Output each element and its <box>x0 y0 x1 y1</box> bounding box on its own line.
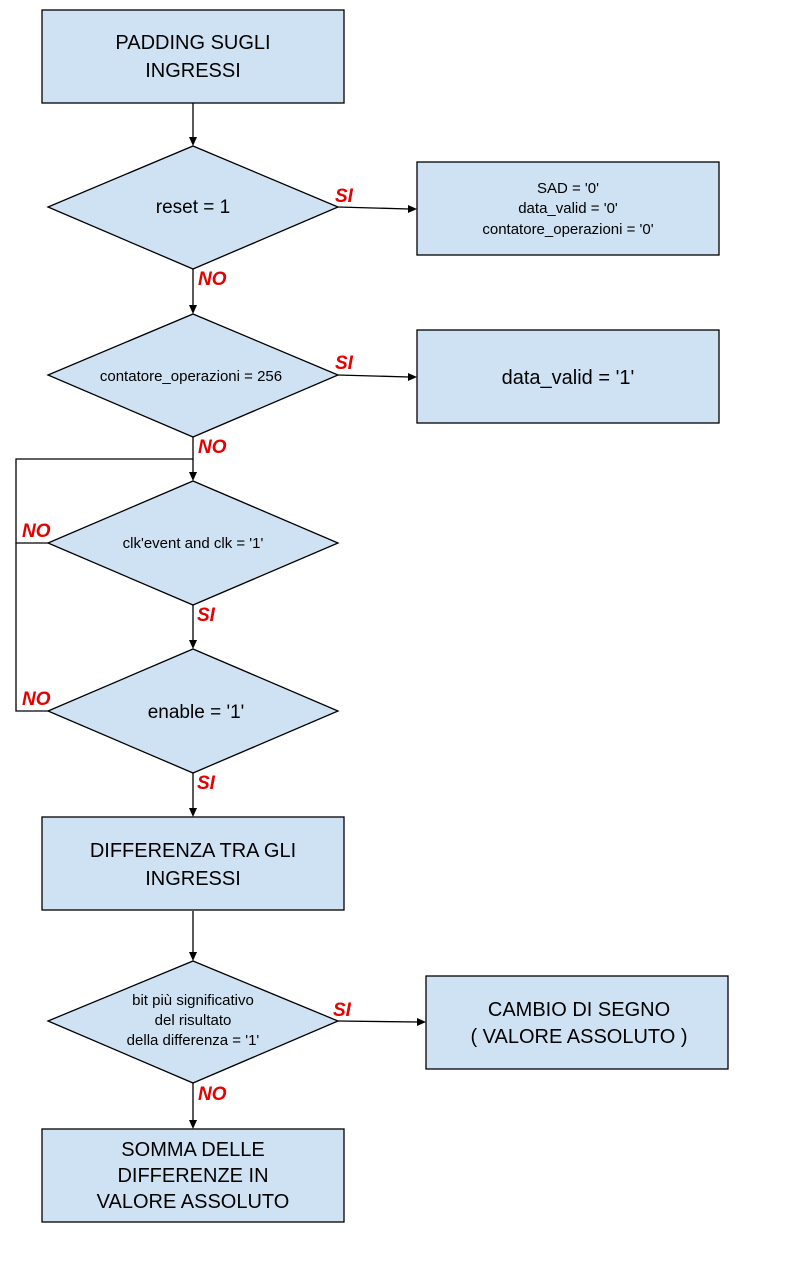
node-enable: enable = '1' <box>46 648 340 774</box>
label-msb-no: NO <box>198 1084 227 1105</box>
edge-enable-no-loop <box>15 543 48 712</box>
node-padding-line-1: PADDING SUGLI <box>115 32 270 54</box>
arrowhead-padding-to-reset <box>189 137 197 146</box>
node-somma-line-3: VALORE ASSOLUTO <box>97 1191 290 1213</box>
node-msb-line-3: della differenza = '1' <box>127 1032 260 1049</box>
node-padding-box <box>41 9 345 104</box>
node-padding: PADDING SUGLI INGRESSI <box>41 9 345 104</box>
node-contatore-line-1: contatore_operazioni = 256 <box>100 368 282 385</box>
label-enable-si: SI <box>197 773 216 794</box>
node-somma: SOMMA DELLE DIFFERENZE IN VALORE ASSOLUT… <box>41 1128 345 1223</box>
node-differenza-line-1: DIFFERENZA TRA GLI <box>90 840 296 862</box>
edge-clk-no-loop <box>15 458 193 544</box>
node-cambio-line-2: ( VALORE ASSOLUTO ) <box>470 1026 687 1048</box>
node-reset-line-1: reset = 1 <box>156 197 230 218</box>
node-cambio: CAMBIO DI SEGNO ( VALORE ASSOLUTO ) <box>425 975 729 1070</box>
edges <box>15 103 426 1129</box>
node-datavalid-box <box>416 329 720 424</box>
node-differenza-line-2: INGRESSI <box>145 868 241 890</box>
edge-labels: SI NO SI NO NO SI NO SI SI NO <box>22 186 354 1105</box>
node-msb-line-2: del risultato <box>155 1012 232 1029</box>
node-msb-line-1: bit più significativo <box>132 992 254 1009</box>
node-clk: clk'event and clk = '1' <box>46 480 340 606</box>
arrowhead-msb-to-cambio <box>417 1018 426 1026</box>
node-cambio-line-1: CAMBIO DI SEGNO <box>488 999 670 1021</box>
node-datavalid-line-1: data_valid = '1' <box>502 367 635 389</box>
label-msb-si: SI <box>333 1000 352 1021</box>
node-clk-line-1: clk'event and clk = '1' <box>123 535 264 552</box>
label-clk-si: SI <box>197 605 216 626</box>
node-reset: reset = 1 <box>46 145 340 270</box>
label-enable-no: NO <box>22 689 51 710</box>
node-somma-box <box>41 1128 345 1223</box>
label-reset-no: NO <box>198 269 227 290</box>
node-differenza-box <box>41 816 345 911</box>
edge-msb-to-cambio <box>337 1020 419 1023</box>
node-init-box <box>416 161 720 256</box>
label-clk-no: NO <box>22 521 51 542</box>
arrowhead-enable-to-differenza <box>189 808 197 817</box>
label-contatore-si: SI <box>335 353 354 374</box>
node-cambio-box <box>425 975 729 1070</box>
node-init: SAD = '0' data_valid = '0' contatore_ope… <box>416 161 720 256</box>
node-enable-line-1: enable = '1' <box>148 702 245 723</box>
arrowhead-contatore-to-clk <box>189 472 197 481</box>
node-msb-diamond <box>46 960 340 1084</box>
label-contatore-no: NO <box>198 437 227 458</box>
node-init-line-3: contatore_operazioni = '0' <box>482 221 653 238</box>
node-differenza: DIFFERENZA TRA GLI INGRESSI <box>41 816 345 911</box>
edge-contatore-to-datavalid <box>337 374 410 378</box>
arrowhead-reset-to-init <box>408 205 417 213</box>
node-reset-diamond <box>46 145 340 270</box>
node-init-line-2: data_valid = '0' <box>518 200 618 217</box>
node-padding-line-2: INGRESSI <box>145 60 241 82</box>
node-contatore: contatore_operazioni = 256 <box>46 313 340 438</box>
node-contatore-diamond <box>46 313 340 438</box>
node-enable-diamond <box>46 648 340 774</box>
node-msb: bit più significativo del risultato dell… <box>46 960 340 1084</box>
node-init-line-1: SAD = '0' <box>537 180 599 197</box>
node-clk-diamond <box>46 480 340 606</box>
arrowhead-clk-to-enable <box>189 640 197 649</box>
arrowhead-contatore-to-datavalid <box>408 373 417 381</box>
node-somma-line-2: DIFFERENZE IN <box>117 1165 268 1187</box>
arrowhead-msb-to-somma <box>189 1120 197 1129</box>
label-reset-si: SI <box>335 186 354 207</box>
node-datavalid: data_valid = '1' <box>416 329 720 424</box>
node-somma-line-1: SOMMA DELLE <box>121 1139 264 1161</box>
edge-reset-to-init <box>337 206 410 210</box>
arrowhead-differenza-to-msb <box>189 952 197 961</box>
arrowhead-reset-to-contatore <box>189 305 197 314</box>
